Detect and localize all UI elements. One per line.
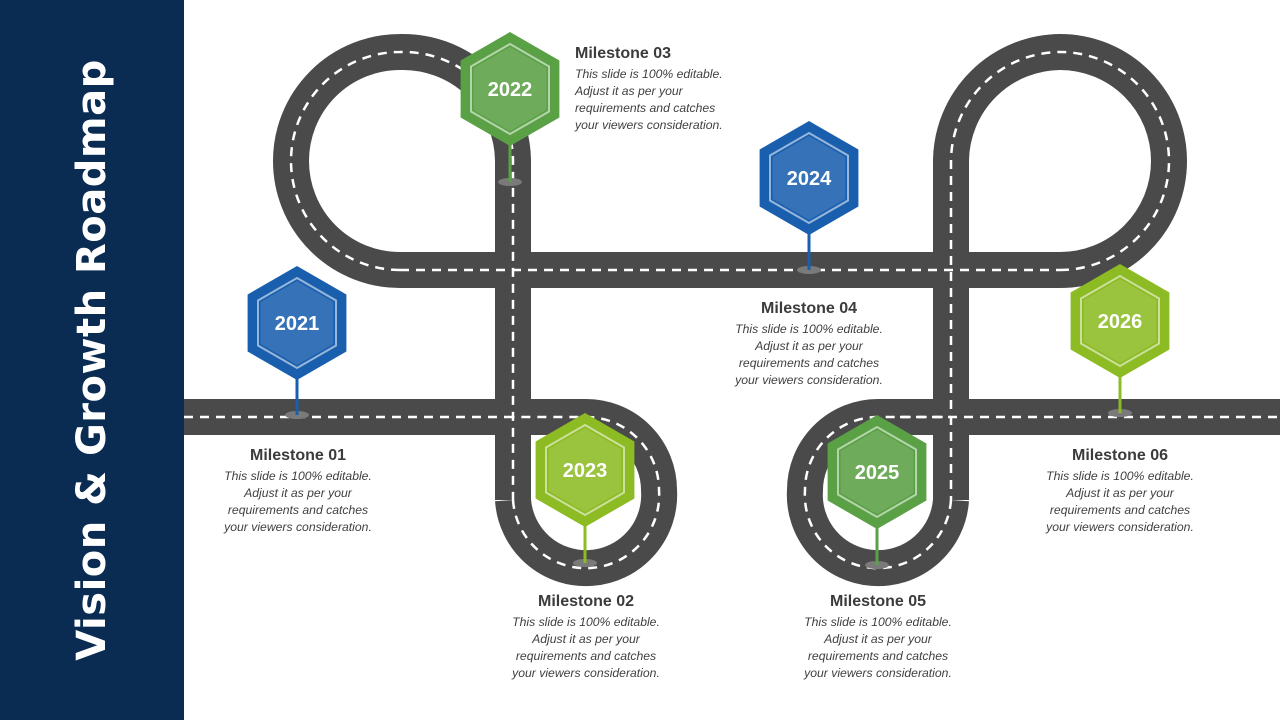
milestone-marker-2026: 2026 bbox=[1070, 264, 1170, 417]
milestone-year-label: 2026 bbox=[1098, 311, 1143, 333]
milestone-03-title: Milestone 03 bbox=[575, 45, 672, 62]
milestone-03-text: Milestone 03 This slide is 100% editable… bbox=[575, 45, 775, 134]
milestone-06-description: This slide is 100% editable. Adjust it a… bbox=[1020, 468, 1220, 536]
milestone-02-title: Milestone 02 bbox=[537, 593, 635, 610]
hexagon-shine bbox=[260, 281, 334, 365]
description-line: Adjust it as per your bbox=[575, 84, 683, 98]
milestone-05-title: Milestone 05 bbox=[829, 593, 927, 610]
milestone-marker-2021: 2021 bbox=[247, 266, 347, 419]
hexagon-shine bbox=[840, 430, 914, 514]
title-sidebar: Vision & Growth Roadmap bbox=[0, 0, 184, 720]
hexagon-inner bbox=[1080, 274, 1160, 368]
hexagon-inner bbox=[470, 42, 550, 136]
description-line: This slide is 100% editable. bbox=[512, 615, 660, 629]
road-loop-2025-lane-marking bbox=[803, 415, 953, 570]
milestone-marker-2022: 2022 bbox=[460, 32, 560, 186]
milestone-marker-2024: 2024 bbox=[759, 121, 859, 274]
milestone-year-label: 2023 bbox=[563, 460, 608, 482]
milestone-markers: 2021 2023 2022 2024 2025 2026 bbox=[247, 32, 1170, 569]
milestone-01-description: This slide is 100% editable. Adjust it a… bbox=[198, 468, 398, 536]
hexagon-shine bbox=[772, 136, 846, 220]
description-line: Adjust it as per your bbox=[824, 632, 932, 646]
road-loop-2023-lane-marking bbox=[511, 415, 661, 570]
milestone-year-label: 2024 bbox=[787, 168, 832, 190]
milestone-04-description: This slide is 100% editable. Adjust it a… bbox=[709, 321, 909, 389]
milestone-01-text: Milestone 01 This slide is 100% editable… bbox=[198, 447, 398, 536]
description-line: your viewers consideration. bbox=[1046, 520, 1194, 534]
description-line: your viewers consideration. bbox=[575, 118, 723, 132]
description-line: your viewers consideration. bbox=[224, 520, 372, 534]
milestone-05-description: This slide is 100% editable. Adjust it a… bbox=[778, 614, 978, 682]
milestone-02-text: Milestone 02 This slide is 100% editable… bbox=[486, 593, 686, 682]
description-line: Adjust it as per your bbox=[244, 486, 352, 500]
hexagon-shine bbox=[1083, 279, 1157, 363]
milestone-04-title: Milestone 04 bbox=[760, 300, 858, 317]
milestone-year-label: 2022 bbox=[488, 79, 533, 101]
description-line: requirements and catches bbox=[575, 101, 716, 115]
description-line: your viewers consideration. bbox=[735, 373, 883, 387]
milestone-03-description: This slide is 100% editable. Adjust it a… bbox=[575, 66, 775, 134]
milestone-06-text: Milestone 06 This slide is 100% editable… bbox=[1020, 447, 1220, 536]
road-network bbox=[184, 33, 1280, 587]
milestone-05-text: Milestone 05 This slide is 100% editable… bbox=[778, 593, 978, 682]
milestone-marker-2025: 2025 bbox=[827, 415, 927, 569]
description-line: requirements and catches bbox=[227, 503, 369, 517]
milestone-01-title: Milestone 01 bbox=[249, 447, 347, 464]
milestone-02-description: This slide is 100% editable. Adjust it a… bbox=[486, 614, 686, 682]
description-line: Adjust it as per your bbox=[1066, 486, 1174, 500]
hexagon-shine bbox=[548, 428, 622, 512]
milestone-04-text: Milestone 04 This slide is 100% editable… bbox=[709, 300, 909, 389]
hexagon-inner bbox=[545, 423, 625, 517]
description-line: This slide is 100% editable. bbox=[735, 322, 883, 336]
description-line: requirements and catches bbox=[807, 649, 949, 663]
description-line: This slide is 100% editable. bbox=[575, 67, 723, 81]
hexagon-inner bbox=[769, 131, 849, 225]
milestone-year-label: 2021 bbox=[275, 313, 320, 335]
road-loop-upper-right-lane-marking bbox=[949, 50, 1171, 500]
milestone-06-title: Milestone 06 bbox=[1071, 447, 1169, 464]
description-line: your viewers consideration. bbox=[512, 666, 660, 680]
description-line: requirements and catches bbox=[738, 356, 880, 370]
milestone-marker-2023: 2023 bbox=[535, 413, 635, 567]
description-line: This slide is 100% editable. bbox=[804, 615, 952, 629]
milestone-year-label: 2025 bbox=[855, 462, 900, 484]
description-line: requirements and catches bbox=[515, 649, 657, 663]
hexagon-inner bbox=[837, 425, 917, 519]
description-line: requirements and catches bbox=[1049, 503, 1191, 517]
description-line: This slide is 100% editable. bbox=[1046, 469, 1194, 483]
description-line: your viewers consideration. bbox=[804, 666, 952, 680]
description-line: This slide is 100% editable. bbox=[224, 469, 372, 483]
description-line: Adjust it as per your bbox=[532, 632, 640, 646]
hexagon-shine bbox=[473, 47, 547, 131]
hexagon-inner bbox=[257, 276, 337, 370]
description-line: Adjust it as per your bbox=[755, 339, 863, 353]
